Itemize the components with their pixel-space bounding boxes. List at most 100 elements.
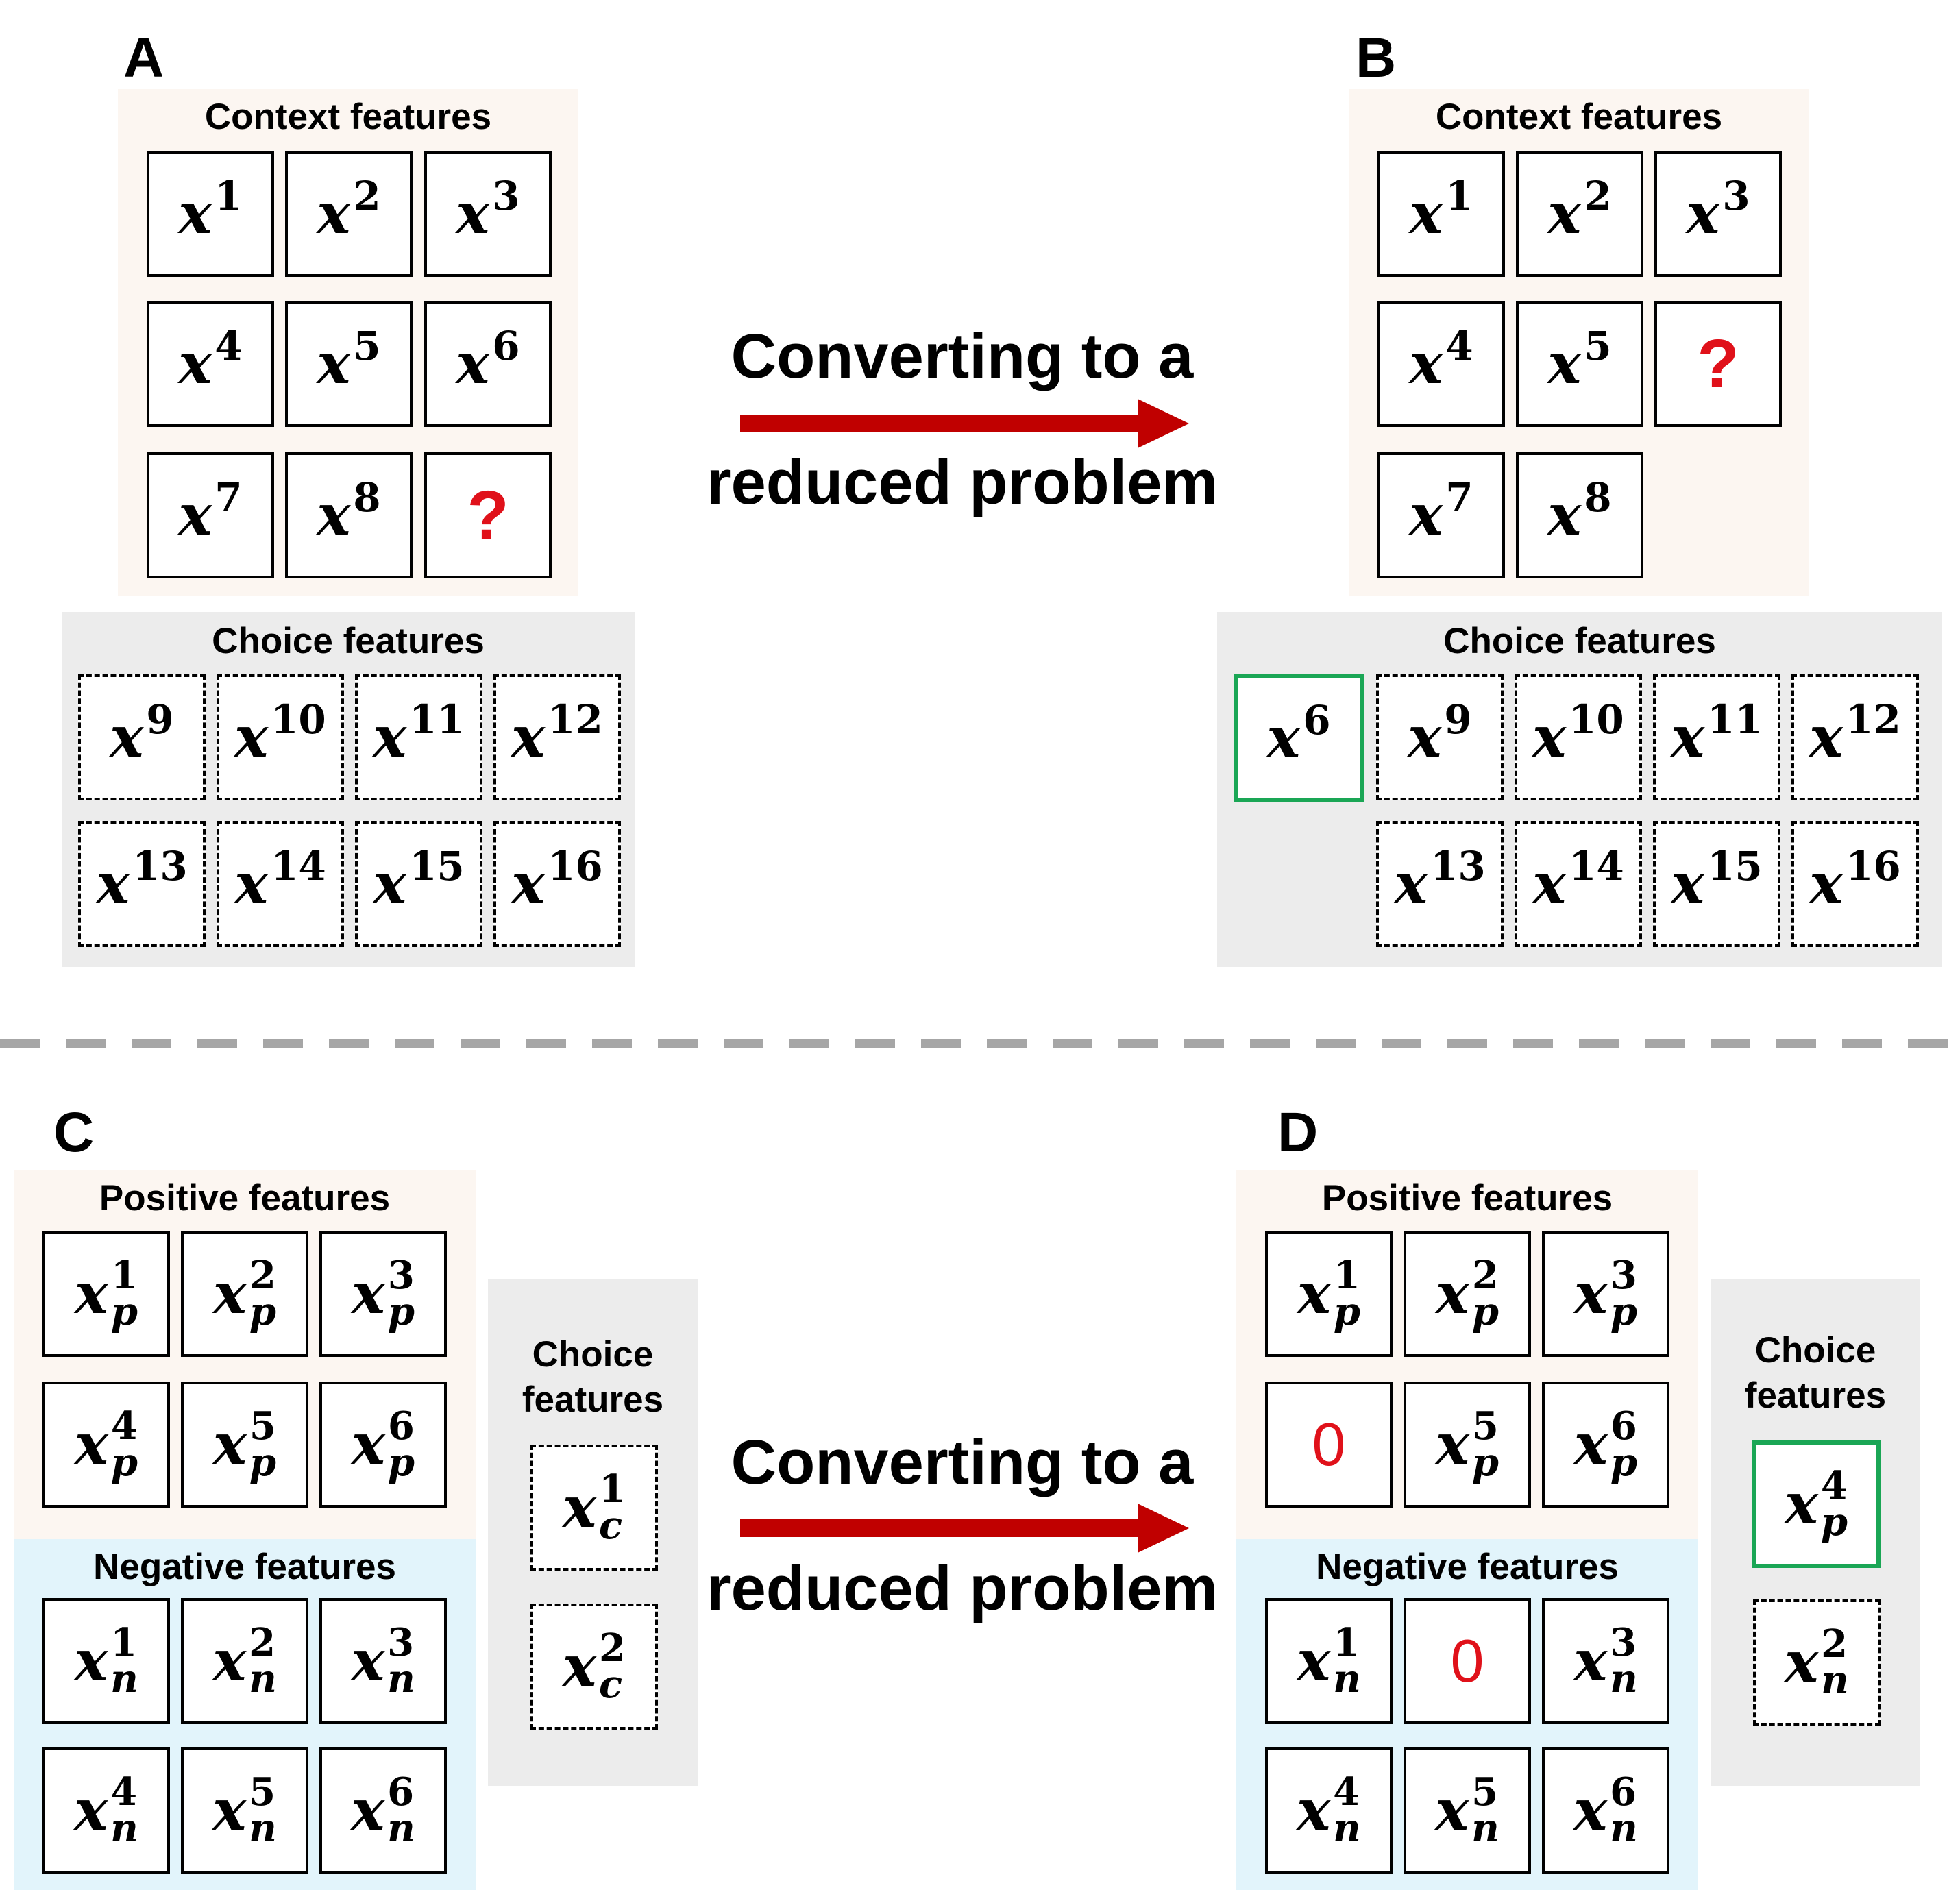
feature-index: 5: [1471, 1769, 1499, 1815]
feature-index: 16: [1846, 843, 1901, 889]
feature-index: 4: [215, 323, 243, 369]
zeroed-feature-value: 0: [1450, 1627, 1484, 1695]
feature-index: 10: [1569, 696, 1624, 743]
feature-subscript: p: [249, 1289, 277, 1334]
feature-subscript: c: [598, 1662, 623, 1707]
feature-index: 1: [598, 1466, 626, 1512]
feature-index: 7: [215, 474, 243, 521]
feature-index: 9: [1444, 696, 1472, 743]
feature-index: 12: [548, 696, 603, 743]
feature-index: 3: [387, 1252, 415, 1298]
arrow-bottom-label-line1: Converting to a: [731, 1427, 1194, 1497]
panel-letter-b: B: [1356, 27, 1397, 89]
panel-d-positive-title: Positive features: [1321, 1178, 1613, 1218]
feature-index: 13: [132, 843, 188, 889]
feature-index: 10: [271, 696, 326, 743]
feature-index: 1: [1445, 173, 1473, 219]
arrow-bottom-icon: [740, 1504, 1189, 1553]
panel-a-context-title: Context features: [204, 97, 492, 137]
feature-index: 2: [353, 173, 381, 219]
feature-subscript: p: [110, 1289, 138, 1334]
feature-subscript: p: [387, 1289, 415, 1334]
feature-index: 6: [1610, 1403, 1637, 1449]
panel-letter-c: C: [53, 1101, 95, 1164]
feature-subscript: p: [249, 1440, 277, 1485]
feature-subscript: n: [387, 1806, 415, 1851]
feature-index: 2: [598, 1625, 626, 1671]
feature-index: 1: [215, 173, 243, 219]
missing-feature-mark: ?: [467, 476, 509, 554]
feature-index: 1: [110, 1252, 138, 1298]
panel-b-context-title: Context features: [1435, 97, 1723, 137]
feature-subscript: p: [1820, 1499, 1848, 1545]
panel-letter-a: A: [123, 27, 164, 89]
feature-index: 1: [1333, 1619, 1360, 1665]
feature-index: 2: [249, 1252, 276, 1298]
feature-subscript: n: [249, 1656, 277, 1702]
feature-subscript: p: [1610, 1289, 1638, 1334]
panel-c-negative-title: Negative features: [93, 1547, 396, 1587]
feature-index: 5: [249, 1769, 276, 1815]
feature-subscript: n: [110, 1656, 138, 1702]
feature-index: 2: [1821, 1621, 1848, 1667]
feature-index: 13: [1430, 843, 1486, 889]
panel-c-positive-title: Positive features: [99, 1178, 391, 1218]
feature-index: 5: [249, 1403, 276, 1449]
feature-index: 14: [1569, 843, 1624, 889]
feature-index: 1: [110, 1619, 138, 1665]
feature-index: 6: [387, 1403, 415, 1449]
zeroed-feature-value: 0: [1312, 1410, 1346, 1478]
